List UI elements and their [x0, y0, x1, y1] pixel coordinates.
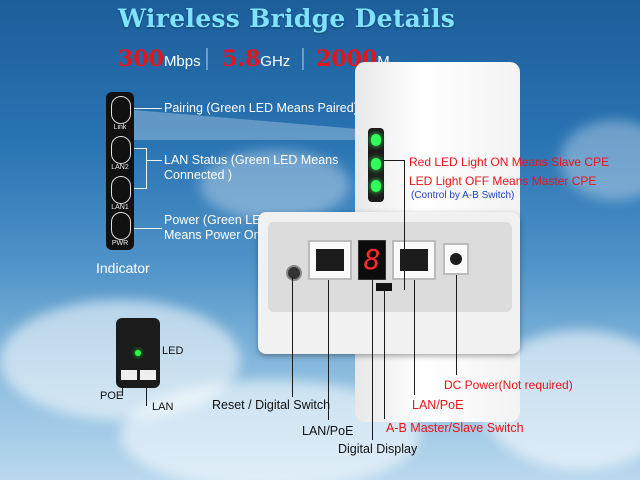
red-led-on-label: Red LED Light ON Means Slave CPE — [409, 155, 610, 169]
digital-display-label: Digital Display — [338, 442, 418, 456]
lan-port-leader — [146, 382, 147, 406]
poe-adapter — [116, 318, 160, 388]
lan-poe-port-right — [392, 240, 436, 280]
digital-display-digit: 8 — [363, 243, 381, 276]
indicator-strip: Link LAN2 LAN1 PWR — [106, 92, 134, 250]
ab-switch-leader — [384, 291, 385, 419]
dc-power-jack — [443, 243, 469, 275]
lan2-led-icon — [111, 136, 131, 164]
spec-speed: 300Mbps — [118, 46, 201, 72]
rj45-hole-icon — [400, 249, 428, 271]
spec-divider — [206, 48, 208, 70]
power-label: Power (Green LED Means Power On) — [164, 213, 270, 242]
port-panel-recess — [268, 222, 512, 312]
poe-led-icon — [135, 350, 141, 356]
spec-speed-unit: Mbps — [163, 53, 201, 70]
dc-hole-icon — [450, 253, 462, 265]
lan1-led-icon — [111, 176, 131, 204]
lan-left-leader — [328, 280, 329, 420]
digital-display: 8 — [358, 240, 386, 280]
reset-leader — [292, 277, 293, 397]
lan-port-label: LAN — [152, 401, 174, 413]
led-mode-leader — [404, 160, 405, 290]
ab-switch-icon — [376, 283, 392, 291]
side-led-panel — [368, 128, 384, 202]
cloud — [200, 150, 350, 220]
poe-port-icon — [121, 370, 137, 380]
lan-port-icon — [140, 370, 156, 380]
lan-poe-right-label: LAN/PoE — [412, 398, 464, 412]
pairing-leader — [134, 108, 162, 109]
spec-divider — [302, 48, 304, 70]
link-led-lit-icon — [371, 134, 381, 146]
ab-switch-label: A-B Master/Slave Switch — [386, 421, 524, 435]
reset-label: Reset / Digital Switch — [212, 398, 331, 412]
lan2-led-lit-icon — [371, 158, 381, 170]
led-off-label: LED Light OFF Means Master CPE — [409, 174, 597, 188]
control-ab-switch-label: (Control by A-B Switch) — [411, 190, 515, 201]
strip-label-pwr: PWR — [111, 240, 129, 247]
strip-label-link: Link — [113, 124, 127, 131]
poe-led-leader — [142, 352, 160, 353]
spec-frequency-unit: GHz — [260, 53, 291, 70]
lan-leader — [134, 188, 146, 189]
lan-leader — [134, 148, 146, 149]
strip-label-lan1: LAN1 — [111, 204, 129, 211]
lan-status-label: LAN Status (Green LED Means Connected ) — [164, 153, 339, 182]
poe-port-label: POE — [100, 390, 124, 402]
indicator-heading: Indicator — [96, 260, 150, 276]
strip-label-lan2: LAN2 — [111, 164, 129, 171]
dc-power-label: DC Power(Not required) — [444, 378, 573, 392]
pairing-label: Pairing (Green LED Means Paired) — [164, 101, 358, 115]
lan-leader — [146, 160, 162, 161]
lan1-led-lit-icon — [371, 180, 381, 192]
reset-button-icon — [286, 265, 302, 281]
lan-right-leader — [414, 280, 415, 395]
rj45-hole-icon — [316, 249, 344, 271]
led-mode-leader — [384, 160, 404, 161]
power-leader — [134, 228, 162, 229]
lan-poe-port-left — [308, 240, 352, 280]
link-led-icon — [111, 96, 131, 124]
cloud — [560, 120, 640, 200]
poe-port-leader — [122, 382, 123, 396]
page-title: Wireless Bridge Details — [118, 4, 456, 33]
spec-frequency-value: 5.8 — [222, 46, 261, 72]
poe-led-label: LED — [162, 345, 184, 357]
lan-leader — [146, 148, 147, 189]
lan-poe-left-label: LAN/PoE — [302, 424, 354, 438]
display-leader — [372, 278, 373, 440]
pwr-led-icon — [111, 212, 131, 240]
spec-speed-value: 300 — [118, 46, 164, 72]
spec-frequency: 5.8GHz — [222, 46, 290, 72]
zoom-beam — [134, 110, 370, 140]
dc-leader — [456, 275, 457, 375]
